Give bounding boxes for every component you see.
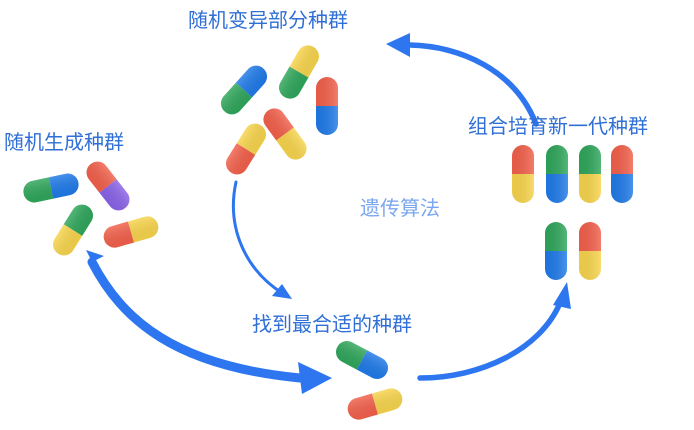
capsule-pill — [48, 200, 98, 260]
capsule-pill — [611, 145, 633, 203]
capsule-pill — [274, 41, 324, 103]
capsule-pill — [512, 145, 534, 203]
capsule-pill — [579, 145, 601, 203]
capsule-pill — [579, 222, 601, 280]
arrow-breed-to-mutation — [386, 33, 539, 127]
arrow-best-to-breed — [417, 282, 571, 381]
capsule-pill — [345, 385, 405, 423]
best-group — [332, 337, 405, 423]
capsule-pill — [545, 222, 567, 280]
breed-group — [512, 145, 633, 280]
mutation-group — [216, 41, 338, 179]
arrow-random-to-best — [86, 250, 332, 394]
label-breed-new: 组合培育新一代种群 — [468, 114, 648, 138]
capsule-pill — [546, 145, 568, 203]
arrow-mutation-to-best — [231, 180, 292, 299]
label-find-best: 找到最合适的种群 — [252, 312, 412, 336]
capsule-pill — [259, 104, 311, 164]
random-group — [21, 157, 161, 260]
capsule-pill — [82, 157, 134, 215]
capsule-pill — [21, 171, 81, 205]
capsule-pill — [316, 77, 338, 135]
capsule-pill — [332, 337, 392, 383]
label-random-generate: 随机生成种群 — [4, 130, 124, 154]
capsule-pill — [221, 119, 271, 179]
label-center-genetic-algorithm: 遗传算法 — [360, 196, 440, 220]
capsule-pill — [216, 61, 272, 119]
label-random-mutation: 随机变异部分种群 — [188, 8, 348, 32]
capsule-pill — [101, 213, 161, 251]
